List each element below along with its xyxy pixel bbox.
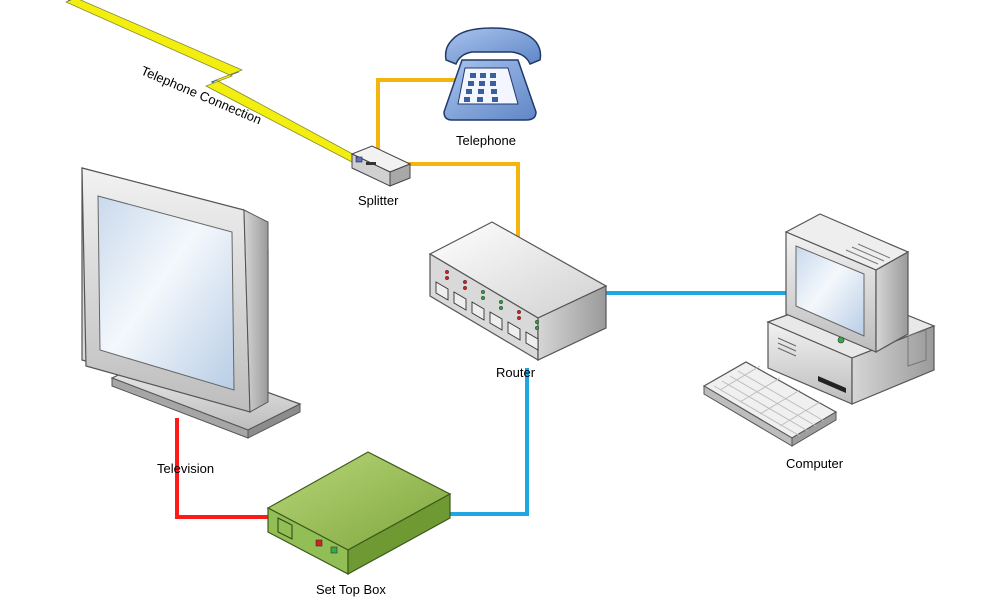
telephone-connection-lightning [64,0,361,163]
television-icon [81,167,302,439]
television-label: Television [157,461,214,476]
computer-label: Computer [786,456,844,471]
phone-line-splitter-telephone [376,78,455,152]
router-icon [428,221,608,362]
phone-line-splitter-router [405,162,520,242]
telephone-label: Telephone [456,133,516,148]
video-settopbox-television [175,418,272,519]
telephone-icon [443,27,542,121]
set-top-box-label: Set Top Box [316,582,386,597]
computer-icon [702,213,936,447]
splitter-label: Splitter [358,193,399,208]
splitter-icon [350,145,412,187]
router-label: Router [496,365,536,380]
connections [175,78,790,519]
telephone-connection-label: Telephone Connection [139,63,264,127]
set-top-box-icon [266,451,452,576]
ethernet-router-settopbox [445,368,529,516]
